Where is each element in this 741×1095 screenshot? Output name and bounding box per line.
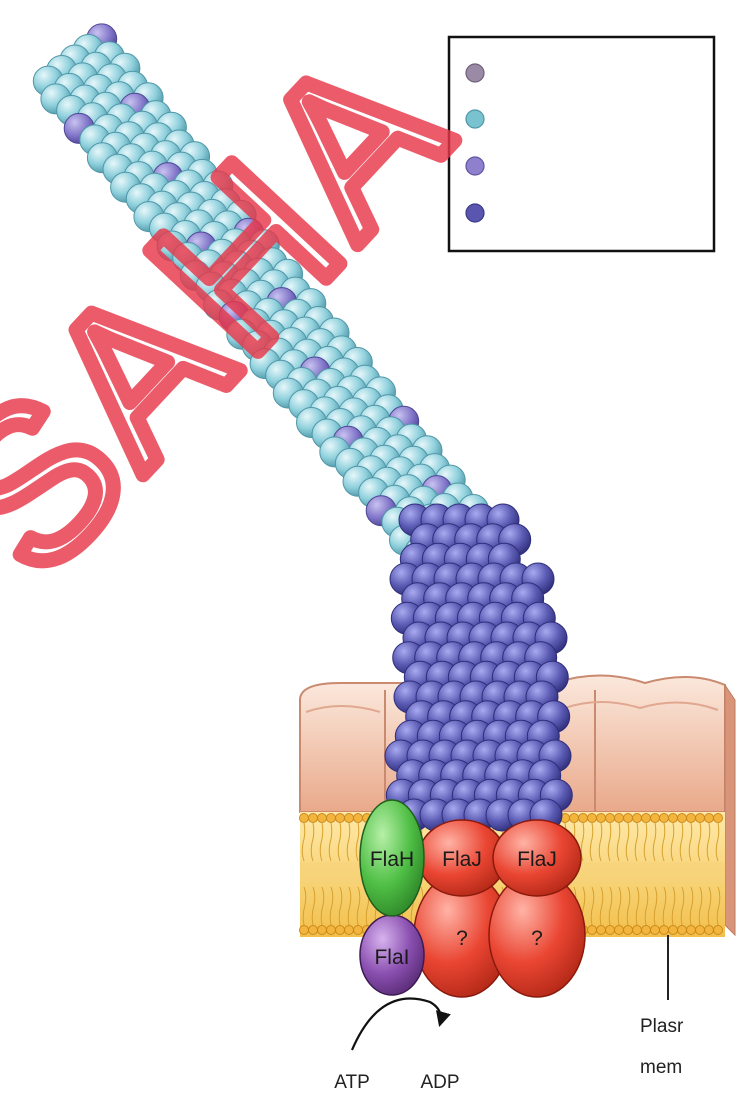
lipid-head [651,814,660,823]
grey-purple-subunit-icon [466,64,484,82]
lipid-head [615,926,624,935]
lipid-head [327,926,336,935]
lipid-head [678,814,687,823]
lipid-head [309,814,318,823]
lipid-head [660,926,669,935]
flah-label: FlaH [370,848,414,871]
lipid-head [714,814,723,823]
lipid-head [606,814,615,823]
lipid-head [588,814,597,823]
lipid-head [705,814,714,823]
lipid-head [714,926,723,935]
lipid-head [669,926,678,935]
lipid-head [633,926,642,935]
lipid-head [624,814,633,823]
dark-blue-subunit-icon [466,204,484,222]
lipid-head [318,926,327,935]
lipid-head [336,814,345,823]
lipid-head [696,814,705,823]
lipid-head [354,814,363,823]
lipid-head [318,814,327,823]
lipid-head [597,926,606,935]
lipid-head [633,814,642,823]
flaj-label-2: FlaJ [517,848,557,871]
unknown-protein-label-1: ? [456,927,468,950]
lipid-head [327,814,336,823]
membrane-label-line2: mem [640,1057,682,1078]
lipid-head [345,814,354,823]
lipid-head [588,926,597,935]
lipid-head [354,926,363,935]
unknown-protein-label-2: ? [531,927,543,950]
flai-protein: FlaI [360,915,424,995]
lipid-head [705,926,714,935]
basal-rod [385,504,572,831]
atp-hydrolysis-arrow: ATP ADP [334,998,459,1093]
flah-protein: FlaH [360,800,424,916]
flai-label: FlaI [374,946,409,969]
lipid-head [687,926,696,935]
atp-label: ATP [334,1072,370,1093]
lipid-head [642,926,651,935]
lipid-head [696,926,705,935]
lipid-head [597,814,606,823]
lipid-head [624,926,633,935]
flaj-protein-2: FlaJ ? [489,820,585,997]
lipid-head [669,814,678,823]
lipid-head [579,814,588,823]
lipid-head [615,814,624,823]
adp-label: ADP [420,1072,459,1093]
membrane-callout: Plasr mem [640,935,684,1078]
light-blue-subunit-icon [466,110,484,128]
lipid-head [300,926,309,935]
legend [449,37,714,251]
lipid-head [570,814,579,823]
lipid-head [687,814,696,823]
lipid-head [309,926,318,935]
motor-complex: FlaJ ? FlaJ ? FlaI FlaH [360,800,585,997]
flaj-label-1: FlaJ [442,848,482,871]
lipid-head [651,926,660,935]
lipid-head [606,926,615,935]
lipid-head [336,926,345,935]
lipid-head [345,926,354,935]
lipid-head [678,926,687,935]
lipid-head [660,814,669,823]
lipid-head [642,814,651,823]
lipid-head [300,814,309,823]
membrane-label-line1: Plasr [640,1016,684,1037]
